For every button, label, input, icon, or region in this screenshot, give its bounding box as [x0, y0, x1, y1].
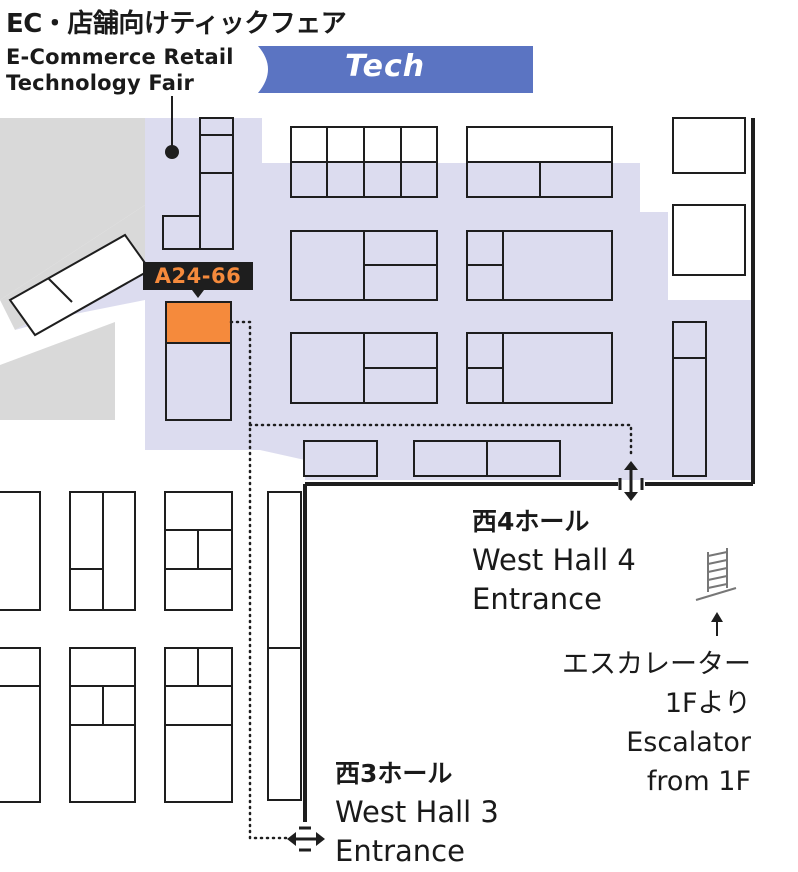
booth-pointer-icon	[192, 290, 204, 298]
west4-entrance-arrow-icon	[618, 461, 644, 501]
escalator-pointer-icon	[711, 612, 723, 636]
highlighted-booth[interactable]	[165, 301, 232, 344]
title-leader	[165, 96, 179, 159]
west4-en-line2: Entrance	[472, 582, 602, 616]
tech-tag-shape	[258, 46, 533, 93]
escalator-label: エスカレーター 1Fより Escalator from 1F	[562, 645, 751, 801]
escalator-line3: Escalator	[626, 727, 751, 758]
fair-title-en: E-Commerce Retail Technology Fair	[6, 44, 234, 96]
west3-entrance-arrow-icon	[287, 826, 325, 852]
route-paths	[229, 320, 633, 840]
fair-title-jp: EC・店舗向けティックフェア	[6, 9, 347, 39]
west3-jp-label: 西3ホール	[335, 759, 453, 788]
west3-en-line2: Entrance	[335, 834, 465, 868]
hall-walls	[303, 118, 755, 822]
west3-entrance-label: 西3ホール West Hall 3 Entrance	[335, 754, 499, 871]
west4-en-line1: West Hall 4	[472, 543, 636, 577]
escalator-line2: 1Fより	[664, 688, 751, 719]
escalator-icon	[695, 548, 737, 601]
west4-entrance-label: 西4ホール West Hall 4 Entrance	[472, 502, 636, 619]
fair-title-en-line2: Technology Fair	[6, 71, 195, 95]
west3-en-line1: West Hall 3	[335, 795, 499, 829]
booth-code-tag[interactable]: A24-66	[143, 262, 253, 290]
tech-tag-label: Tech	[345, 49, 426, 84]
escalator-line4: from 1F	[646, 766, 751, 797]
booth-grid-lower	[0, 491, 302, 803]
fair-title-en-line1: E-Commerce Retail	[6, 45, 234, 69]
escalator-line1: エスカレーター	[562, 649, 751, 680]
west4-jp-label: 西4ホール	[472, 507, 590, 536]
